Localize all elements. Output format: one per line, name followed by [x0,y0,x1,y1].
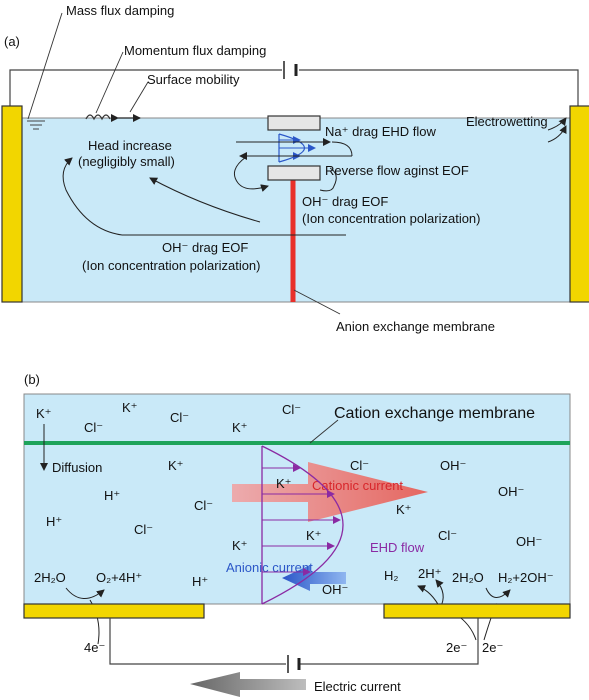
left-reaction-arrow [65,587,105,599]
right-product-label: H₂+2OH⁻ [498,570,554,585]
panel-b-tag: (b) [24,372,40,387]
water-level-mark [27,120,45,130]
ion-labels: K⁺ K⁺ Cl⁻ K⁺ Cl⁻ Cl⁻ K⁺ Cl⁻ OH⁻ K⁺ H⁺ Cl… [36,400,542,597]
cl-ion: Cl⁻ [438,528,457,543]
channel-plate-top [267,115,321,131]
k-ion: K⁺ [36,406,52,421]
h-ion: H⁺ [104,488,120,503]
right-reactant-label: 2H₂O [452,570,484,585]
cl-ion: Cl⁻ [282,402,301,417]
head-increase-label-2: (negligibly small) [78,154,175,169]
electrowetting-label: Electrowetting [466,114,548,129]
right-electrode-b [383,603,571,619]
surface-mobility-leader [129,81,149,113]
electrons-right-label-1: 2e⁻ [446,640,467,655]
ehd-profile-a [278,133,316,163]
diffusion-label: Diffusion [52,460,102,475]
left-reactant-label: 2H₂O [34,570,66,585]
k-ion: K⁺ [276,476,292,491]
channel-plate-bottom [267,165,321,181]
h-ion: H⁺ [192,574,208,589]
cl-ion: Cl⁻ [350,458,369,473]
electric-current-label: Electric current [314,679,401,694]
electric-current-arrow [190,672,306,697]
circuit-wire-right-b [300,618,479,665]
head-increase-arrow [149,177,261,223]
anion-membrane-label: Anion exchange membrane [336,319,495,334]
right-reaction-arrow-3 [485,587,511,598]
cl-ion: Cl⁻ [84,420,103,435]
ehd-profile-b [261,445,344,605]
oh-drag-left-label-2: (Ion concentration polarization) [82,258,261,273]
right-electrode-a [569,105,589,303]
oh-ion: OH⁻ [516,534,542,549]
left-electrode-a [1,105,23,303]
left-product-label: O₂+4H⁺ [96,570,142,585]
cation-membrane-leader [309,419,339,444]
circuit-wire-right [299,69,579,106]
battery-symbol-a [283,61,298,79]
electrowetting-arrow-1 [547,117,567,131]
recirculation-arc-left [233,156,269,192]
circuit-wire-left [9,69,282,106]
oh-ion: OH⁻ [322,582,348,597]
panel-a: (a) Mass flux damping Momentum flux dam [1,3,589,334]
cationic-current-label: Cationic current [312,478,403,493]
momentum-flux-label: Momentum flux damping [124,43,266,58]
surface-mobility-label: Surface mobility [147,72,240,87]
battery-symbol-b [287,655,301,673]
momentum-flux-leader [95,51,124,114]
left-electrode-b [23,603,205,619]
oh-drag-right-label-2: (Ion concentration polarization) [302,211,481,226]
mass-flux-label: Mass flux damping [66,3,174,18]
k-ion: K⁺ [306,528,322,543]
k-ion: K⁺ [232,538,248,553]
electrowetting-arrow-2 [547,125,567,143]
k-ion: K⁺ [396,502,412,517]
k-ion: K⁺ [232,420,248,435]
right-2h-label: 2H⁺ [418,566,441,581]
panel-b: (b) Cation exchange membrane Cationic cu… [23,372,571,697]
oh-drag-return-arc [62,157,123,236]
oh-drag-right-label-1: OH⁻ drag EOF [302,194,388,209]
h-ion: H⁺ [46,514,62,529]
right-h2-label: H₂ [384,568,398,583]
electrons-right-label-2: 2e⁻ [482,640,503,655]
left-electron-arrow [89,599,100,645]
panel-a-tag: (a) [4,34,20,49]
oh-ion: OH⁻ [498,484,524,499]
anionic-current-label: Anionic current [226,560,313,575]
oh-ion: OH⁻ [440,458,466,473]
na-drag-label: Na⁺ drag EHD flow [325,124,437,139]
cation-membrane-label: Cation exchange membrane [334,405,535,422]
cl-ion: Cl⁻ [194,498,213,513]
spring-icon [85,114,111,121]
cl-ion: Cl⁻ [170,410,189,425]
electrons-left-label: 4e⁻ [84,640,105,655]
reverse-flow-label: Reverse flow aginst EOF [325,163,469,178]
cl-ion: Cl⁻ [134,522,153,537]
recirculation-arc-right [331,141,353,157]
ehd-flow-label: EHD flow [370,540,425,555]
oh-drag-left-label-1: OH⁻ drag EOF [162,240,248,255]
mass-flux-leader [27,12,63,120]
circuit-wire-left-b [109,618,286,665]
k-ion: K⁺ [122,400,138,415]
membrane-leader [293,289,341,315]
recirculation-arc-bottom-right [319,167,337,192]
k-ion: K⁺ [168,458,184,473]
head-increase-label-1: Head increase [88,138,172,153]
